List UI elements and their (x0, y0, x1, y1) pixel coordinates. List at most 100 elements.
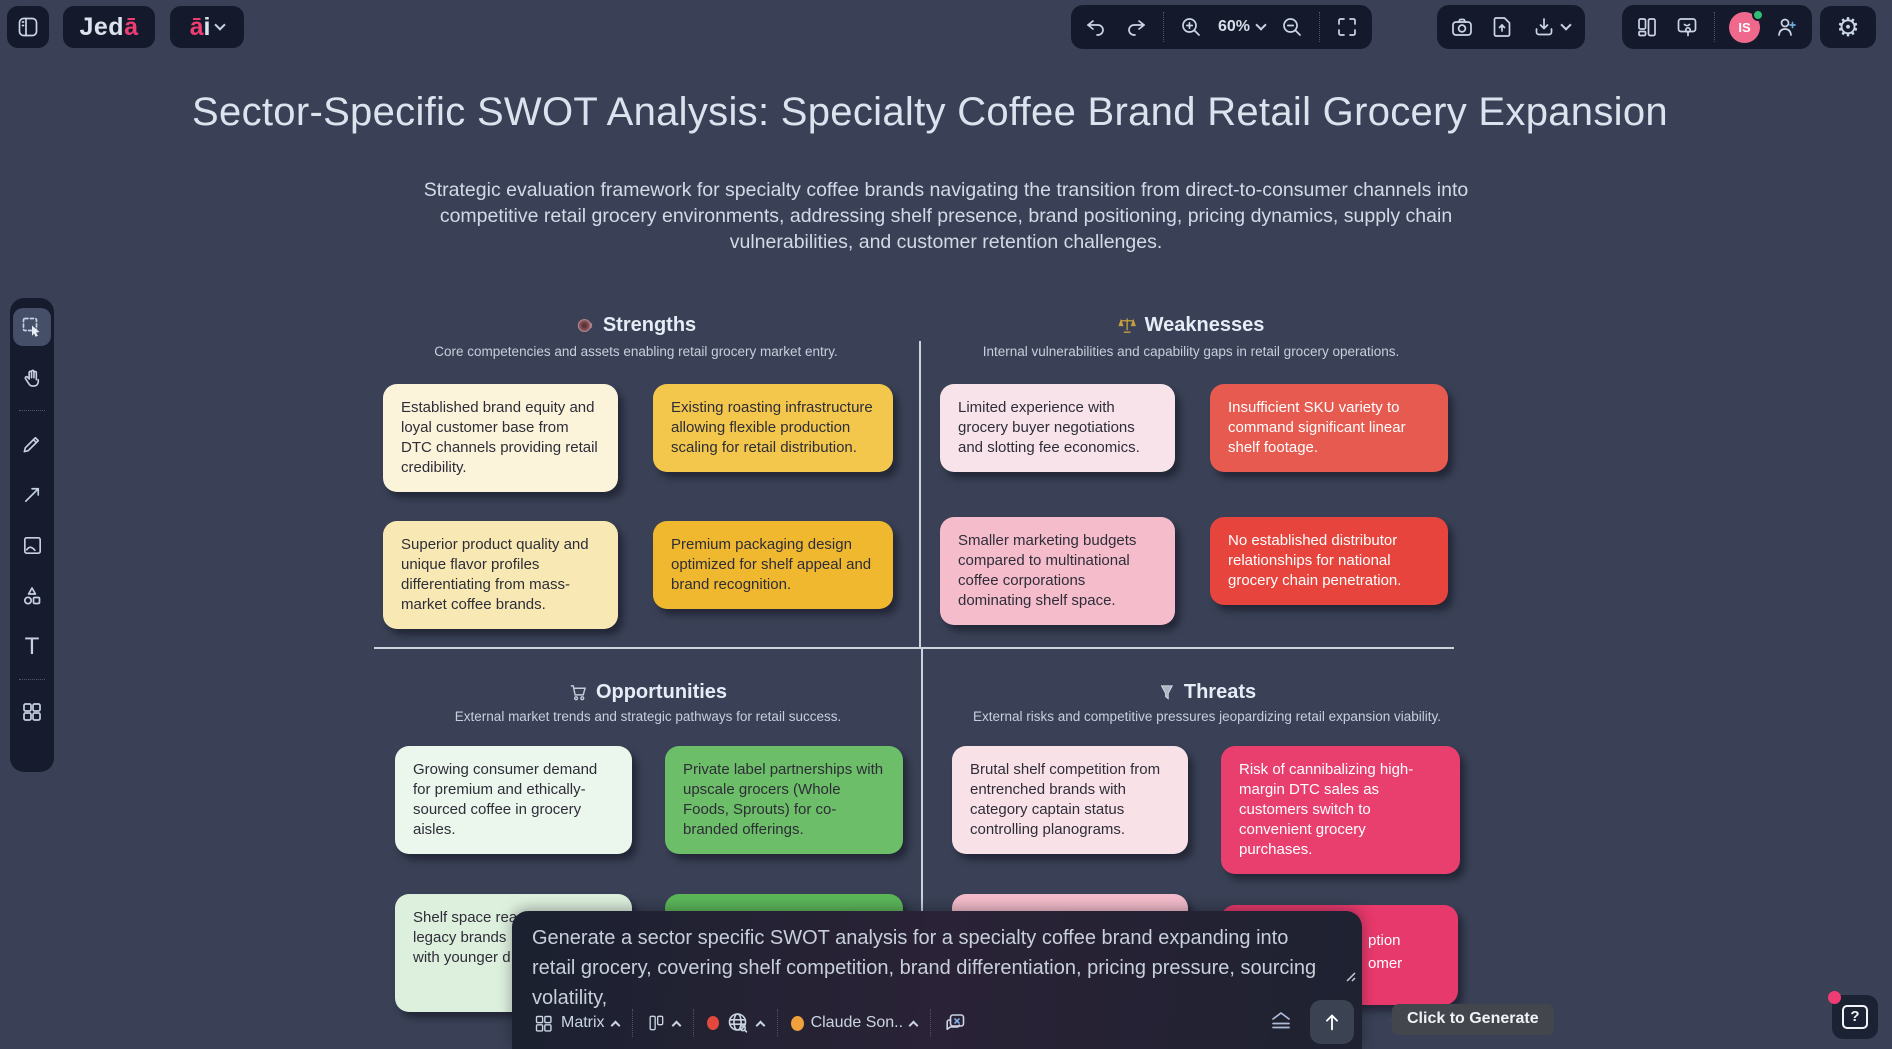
download-menu-icon[interactable] (1529, 14, 1573, 40)
model-label: Claude Son.. (810, 1014, 904, 1031)
model-selector[interactable]: Claude Son.. (778, 1014, 931, 1032)
generate-tooltip: Click to Generate (1390, 1004, 1554, 1035)
sidebar-divider (19, 679, 45, 680)
dart-icon (1160, 684, 1174, 700)
sticky-note[interactable]: Established brand equity and loyal custo… (383, 384, 618, 492)
sticky-note[interactable]: Premium packaging design optimized for s… (653, 521, 893, 609)
prompt-input[interactable]: Generate a sector specific SWOT analysis… (532, 927, 1317, 1009)
ai-prompt-bar: Generate a sector specific SWOT analysis… (512, 911, 1362, 1049)
screenshot-camera-icon[interactable] (1449, 14, 1475, 40)
ai-accent-text: ā (189, 12, 204, 41)
question-mark-icon: ? (1842, 1005, 1868, 1029)
zoom-in-icon[interactable] (1178, 14, 1204, 40)
coffee-icon (577, 318, 593, 333)
pan-hand-tool[interactable] (13, 359, 51, 397)
sidebar-divider (19, 410, 45, 411)
cart-icon (570, 685, 587, 701)
ai-menu-button[interactable]: āi (170, 6, 244, 48)
notification-dot (1828, 991, 1841, 1004)
toolbar-divider (1163, 12, 1164, 42)
export-toolbar (1437, 5, 1585, 49)
sticky-note[interactable]: Limited experience with grocery buyer ne… (940, 384, 1175, 472)
sticky-note[interactable]: Existing roasting infrastructure allowin… (653, 384, 893, 472)
weaknesses-subtitle: Internal vulnerabilities and capability … (982, 344, 1400, 359)
prompt-right-controls (1268, 1000, 1354, 1046)
controls-divider (776, 1009, 778, 1037)
sticky-note[interactable]: Growing consumer demand for premium and … (395, 746, 632, 854)
chevron-up-icon (610, 1020, 621, 1030)
logo-text: Jed (79, 12, 125, 41)
matrix-grid-icon (535, 1015, 552, 1032)
history-zoom-toolbar: 60% (1071, 5, 1373, 49)
logo-accent-text: ā (124, 12, 139, 41)
generate-submit-button[interactable] (1310, 1000, 1354, 1044)
strengths-header: Strengths (576, 314, 696, 337)
share-toolbar: IS (1622, 5, 1812, 49)
avatar[interactable]: IS (1729, 8, 1764, 43)
ai-rest-text: i (203, 12, 211, 41)
sticky-note-fragment-text: ption omer (1368, 932, 1403, 972)
pencil-tool[interactable] (13, 424, 51, 462)
tools-sidebar: T (10, 298, 54, 772)
fit-screen-icon[interactable] (1334, 14, 1360, 40)
online-status-dot (1752, 8, 1764, 21)
invite-user-icon[interactable] (1774, 14, 1800, 40)
zoom-level-value: 60% (1218, 18, 1251, 35)
template-selector[interactable]: Matrix (520, 1013, 632, 1034)
chevron-down-icon (214, 19, 227, 31)
scales-icon (1118, 318, 1136, 333)
sticky-note[interactable]: Superior product quality and unique flav… (383, 521, 618, 629)
translate-chat-button[interactable] (931, 1011, 981, 1035)
undo-icon[interactable] (1083, 14, 1109, 40)
prompt-controls: Matrix Claude Son.. (520, 1000, 1354, 1046)
sticky-note[interactable]: Smaller marketing budgets compared to mu… (940, 517, 1175, 625)
help-button[interactable]: ? (1828, 991, 1878, 1039)
sticky-note[interactable]: Insufficient SKU variety to command sign… (1210, 384, 1448, 472)
controls-divider (631, 1009, 633, 1037)
settings-button[interactable]: ⚙ (1820, 6, 1876, 48)
layout-panels-icon[interactable] (1634, 14, 1660, 40)
layout-panels-icon (649, 1015, 663, 1031)
avatar-initials: IS (1738, 19, 1751, 35)
page-subtitle: Strategic evaluation framework for speci… (423, 179, 1469, 253)
controls-divider (692, 1009, 694, 1037)
controls-divider (930, 1009, 932, 1037)
sticky-note[interactable]: Risk of cannibalizing high-margin DTC sa… (1221, 746, 1460, 874)
quadrant-vertical-divider-top (919, 341, 921, 647)
sidebar-toggle-button[interactable] (7, 6, 49, 48)
strengths-subtitle: Core competencies and assets enabling re… (434, 344, 838, 359)
redo-icon[interactable] (1123, 14, 1149, 40)
text-tool[interactable]: T (24, 633, 40, 660)
panel-toggle-icon (15, 14, 41, 40)
gear-icon: ⚙ (1836, 12, 1860, 42)
zoom-level-dropdown[interactable]: 60% (1218, 18, 1267, 36)
sticky-note[interactable]: Private label partnerships with upscale … (665, 746, 903, 854)
collapse-bar-icon[interactable] (1268, 1009, 1294, 1038)
quadrant-horizontal-divider (374, 647, 1454, 649)
upload-file-icon[interactable] (1489, 14, 1515, 40)
sticky-note[interactable]: No established distributor relationships… (1210, 517, 1448, 605)
quadrant-vertical-divider-bottom (921, 649, 923, 1009)
web-search-selector[interactable] (694, 1011, 777, 1035)
threats-subtitle: External risks and competitive pressures… (973, 709, 1441, 724)
resize-handle-icon[interactable] (1344, 969, 1356, 987)
weaknesses-header: Weaknesses (1118, 314, 1264, 337)
opportunities-subtitle: External market trends and strategic pat… (454, 709, 842, 724)
chevron-down-icon (1560, 19, 1572, 31)
red-status-dot (706, 1016, 719, 1030)
connector-arrow-tool[interactable] (13, 475, 51, 513)
opportunities-header: Opportunities (569, 681, 727, 704)
toolbar-divider (1714, 12, 1715, 42)
select-tool[interactable] (13, 308, 51, 346)
zoom-out-icon[interactable] (1279, 14, 1305, 40)
chevron-up-icon (755, 1020, 766, 1030)
layout-selector[interactable] (633, 1013, 693, 1033)
templates-grid-tool[interactable] (13, 693, 51, 731)
orange-status-dot (790, 1015, 804, 1031)
present-screen-icon[interactable] (1674, 14, 1700, 40)
image-tool[interactable] (13, 526, 51, 564)
sticky-note[interactable]: Brutal shelf competition from entrenched… (952, 746, 1188, 854)
shapes-tool[interactable] (13, 577, 51, 615)
chat-translate-icon (946, 1014, 965, 1031)
